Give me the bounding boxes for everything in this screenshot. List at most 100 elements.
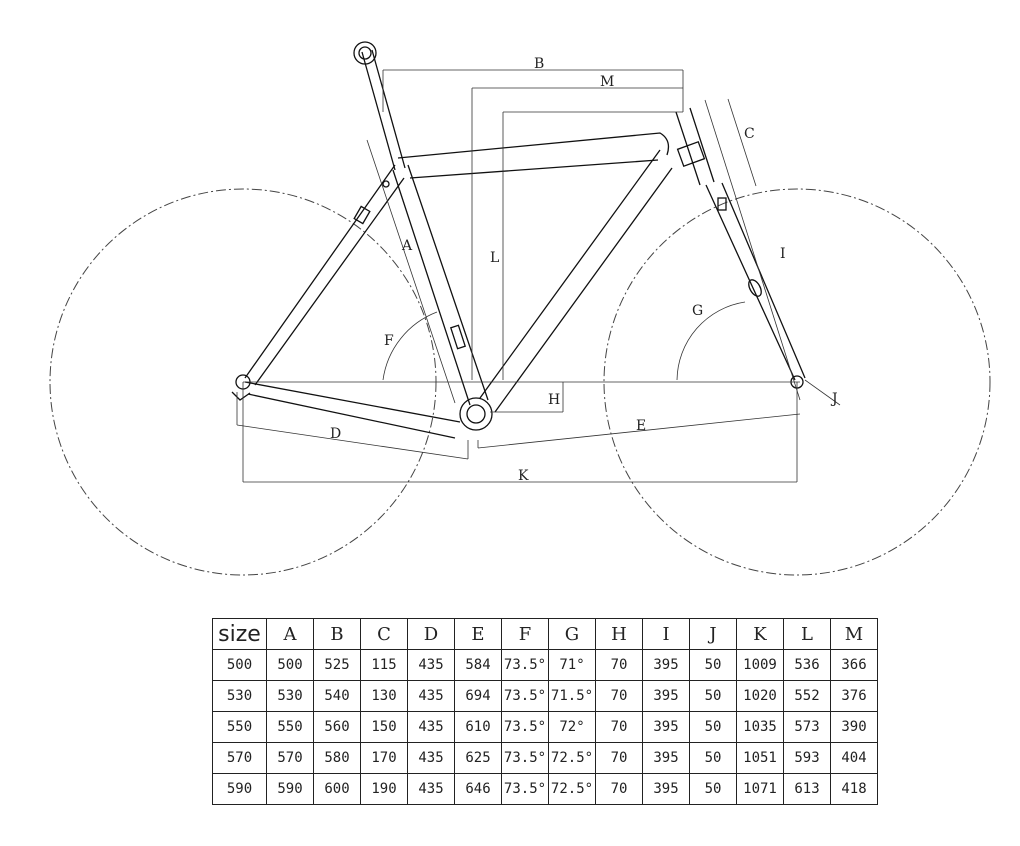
table-cell: 500 [212, 649, 267, 681]
table-cell: 395 [642, 680, 690, 712]
table-cell: 50 [689, 649, 737, 681]
table-cell: 584 [454, 649, 502, 681]
table-cell: 590 [212, 773, 267, 805]
table-cell: 573 [783, 711, 831, 743]
column-header-size: size [212, 618, 267, 650]
label-H: H [548, 392, 560, 408]
table-cell: 435 [407, 649, 455, 681]
table-cell: 115 [360, 649, 408, 681]
table-cell: 73.5° [501, 649, 549, 681]
label-B: B [534, 56, 544, 72]
column-header-b: B [313, 618, 361, 650]
column-header-a: A [266, 618, 314, 650]
column-header-d: D [407, 618, 455, 650]
table-cell: 525 [313, 649, 361, 681]
table-cell: 404 [830, 742, 878, 774]
table-cell: 536 [783, 649, 831, 681]
front-wheel [603, 188, 991, 576]
table-cell: 395 [642, 649, 690, 681]
table-cell: 610 [454, 711, 502, 743]
table-cell: 366 [830, 649, 878, 681]
column-header-k: K [736, 618, 784, 650]
table-cell: 70 [595, 773, 643, 805]
column-header-j: J [689, 618, 737, 650]
table-cell: 435 [407, 773, 455, 805]
table-cell: 50 [689, 711, 737, 743]
table-cell: 1035 [736, 711, 784, 743]
table-cell: 646 [454, 773, 502, 805]
table-cell: 73.5° [501, 742, 549, 774]
label-L: L [490, 250, 499, 266]
table-cell: 73.5° [501, 711, 549, 743]
label-J: J [830, 391, 838, 407]
table-cell: 70 [595, 711, 643, 743]
table-cell: 550 [212, 711, 267, 743]
label-D: D [330, 426, 341, 442]
column-header-g: G [548, 618, 596, 650]
table-cell: 530 [266, 680, 314, 712]
table-cell: 71° [548, 649, 596, 681]
table-cell: 1051 [736, 742, 784, 774]
table-cell: 1071 [736, 773, 784, 805]
table-cell: 395 [642, 711, 690, 743]
dimension-lines [236, 69, 841, 483]
table-cell: 190 [360, 773, 408, 805]
label-M: M [600, 74, 614, 90]
table-cell: 70 [595, 742, 643, 774]
table-cell: 71.5° [548, 680, 596, 712]
table-cell: 170 [360, 742, 408, 774]
table-cell: 395 [642, 773, 690, 805]
column-header-h: H [595, 618, 643, 650]
column-header-l: L [783, 618, 831, 650]
table-cell: 50 [689, 773, 737, 805]
table-cell: 70 [595, 680, 643, 712]
table-cell: 418 [830, 773, 878, 805]
table-cell: 550 [266, 711, 314, 743]
table-cell: 435 [407, 711, 455, 743]
table-cell: 73.5° [501, 773, 549, 805]
bike-frame [231, 41, 806, 439]
table-cell: 694 [454, 680, 502, 712]
table-cell: 390 [830, 711, 878, 743]
label-F: F [384, 333, 394, 349]
table-cell: 435 [407, 742, 455, 774]
table-cell: 530 [212, 680, 267, 712]
table-cell: 625 [454, 742, 502, 774]
column-header-m: M [830, 618, 878, 650]
table-cell: 590 [266, 773, 314, 805]
table-cell: 73.5° [501, 680, 549, 712]
table-cell: 395 [642, 742, 690, 774]
table-cell: 570 [212, 742, 267, 774]
frame-geometry-diagram: A B C D E F G H I J K L M [49, 41, 991, 576]
label-A: A [401, 238, 413, 254]
table-cell: 500 [266, 649, 314, 681]
label-G: G [692, 303, 703, 319]
table-cell: 552 [783, 680, 831, 712]
dimension-labels: A B C D E F G H I J K L M [330, 56, 838, 484]
label-C: C [744, 126, 755, 142]
table-cell: 570 [266, 742, 314, 774]
table-cell: 70 [595, 649, 643, 681]
table-cell: 613 [783, 773, 831, 805]
table-cell: 72.5° [548, 773, 596, 805]
table-cell: 560 [313, 711, 361, 743]
column-header-e: E [454, 618, 502, 650]
table-cell: 1020 [736, 680, 784, 712]
column-header-i: I [642, 618, 690, 650]
column-header-c: C [360, 618, 408, 650]
table-cell: 72° [548, 711, 596, 743]
label-E: E [636, 418, 646, 434]
table-cell: 150 [360, 711, 408, 743]
label-K: K [518, 468, 529, 484]
table-cell: 1009 [736, 649, 784, 681]
table-cell: 580 [313, 742, 361, 774]
table-cell: 540 [313, 680, 361, 712]
table-cell: 130 [360, 680, 408, 712]
label-I: I [780, 246, 786, 262]
